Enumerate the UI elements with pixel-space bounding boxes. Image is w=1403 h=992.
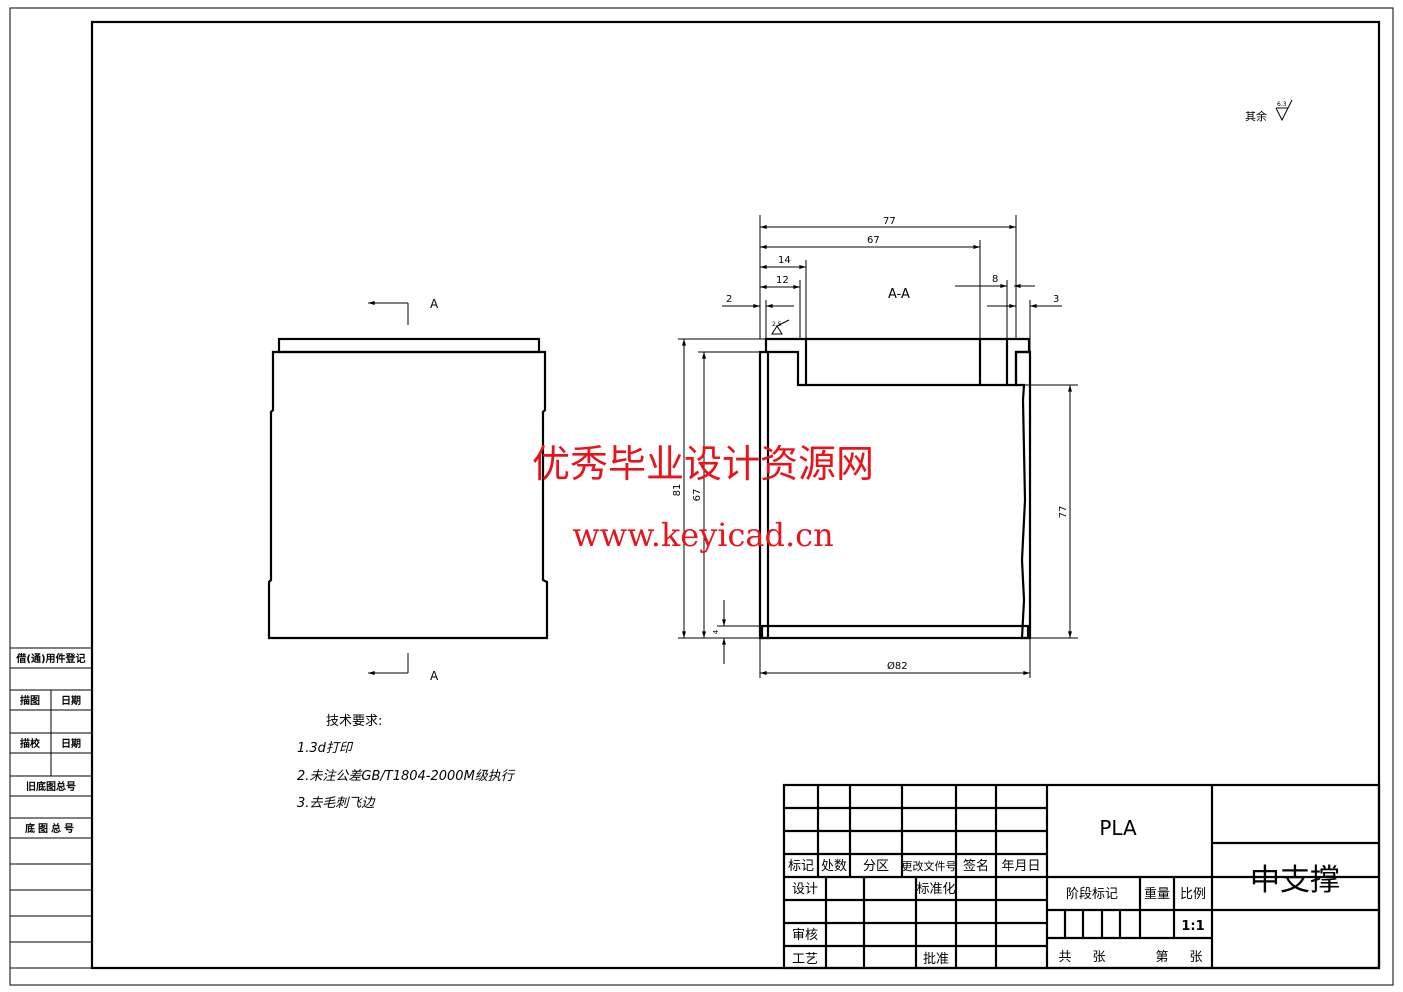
dim-8: 8 [992, 274, 998, 285]
label-standardize: 标准化 [916, 882, 955, 897]
tech-item: 1.3d打印 [297, 741, 354, 756]
header-zone: 分区 [863, 859, 889, 874]
label-scale: 比例 [1180, 887, 1206, 902]
header-mark: 标记 [788, 859, 814, 874]
header-count: 处数 [821, 859, 847, 874]
part-name: 中支撑 [1250, 863, 1340, 898]
scale-value: 1:1 [1181, 919, 1204, 934]
section-label-top: A [430, 297, 439, 311]
header-signature: 签名 [963, 858, 989, 874]
surface-finish-value: 6.3 [1277, 101, 1287, 108]
label-sheets: 张 [1189, 950, 1202, 965]
label-design: 设计 [792, 882, 818, 897]
label-sheets: 张 [1092, 950, 1105, 965]
material: PLA [1099, 816, 1137, 840]
section-title: A-A [888, 287, 910, 302]
body-outline [267, 350, 549, 640]
cap-outline [277, 337, 541, 354]
registry-table: 借(通)用件登记 描图 日期 描校 日期 旧底图总号 底图总号 [9, 647, 93, 969]
dim-77: 77 [883, 216, 896, 227]
section-view: A-A 2.5 [758, 287, 1032, 640]
title-block: 标记 处数 分区 更改文件号 签名 年月日 设计 标准化 审核 工艺 批准 PL… [782, 783, 1381, 970]
header-date: 年月日 [1001, 859, 1040, 874]
surface-finish-note: 其余 6.3 [1245, 99, 1293, 123]
roughness-symbol-icon [1275, 99, 1293, 122]
tech-title: 技术要求: [326, 714, 382, 729]
label-sheet-no: 第 [1155, 950, 1168, 965]
label-process: 工艺 [792, 952, 818, 967]
registry-header: 借(通)用件登记 [15, 652, 85, 665]
dim-diameter: Ø82 [887, 660, 908, 672]
outer-border [9, 7, 1394, 986]
registry-date: 日期 [61, 694, 81, 707]
surface-finish-label: 其余 [1245, 109, 1267, 123]
registry-check: 描校 [20, 737, 41, 750]
label-approve: 批准 [923, 952, 949, 967]
dim-2: 2 [726, 294, 732, 305]
label-stage: 阶段标记 [1066, 887, 1118, 902]
label-review: 审核 [792, 928, 818, 943]
registry-date: 日期 [61, 737, 81, 750]
registry-base-number: 底图总号 [25, 822, 77, 835]
watermark-title: 优秀毕业设计资源网 [532, 442, 874, 486]
base-plate [760, 624, 1030, 640]
dim-4: 4 [712, 629, 720, 634]
dim-67-vertical: 67 [692, 489, 703, 502]
section-label-bottom: A [430, 669, 439, 683]
tech-item: 3.去毛刺飞边 [297, 796, 376, 811]
dim-77-vertical: 77 [1058, 506, 1069, 519]
tech-item: 2.未注公差GB/T1804-2000M级执行 [297, 769, 516, 784]
dim-81: 81 [672, 484, 683, 497]
dimensions: 77 67 14 12 2 8 3 81 67 4 77 Ø82 [672, 215, 1078, 678]
label-total: 共 [1058, 950, 1071, 965]
dim-14: 14 [778, 255, 791, 266]
tech-requirements: 技术要求: 1.3d打印 2.未注公差GB/T1804-2000M级执行 3.去… [297, 714, 516, 811]
front-view: A A [267, 297, 549, 683]
watermark-url: www.keyicad.cn [572, 516, 833, 554]
roughness-symbol-icon [771, 319, 790, 335]
local-roughness: 2.5 [772, 321, 782, 328]
dim-67: 67 [867, 235, 880, 246]
dim-12: 12 [776, 275, 789, 286]
label-weight: 重量 [1144, 886, 1170, 902]
registry-old-number: 旧底图总号 [26, 780, 76, 793]
dim-3: 3 [1053, 294, 1059, 305]
registry-trace: 描图 [20, 694, 40, 707]
header-change-doc: 更改文件号 [902, 859, 957, 873]
inner-frame [90, 20, 1381, 970]
